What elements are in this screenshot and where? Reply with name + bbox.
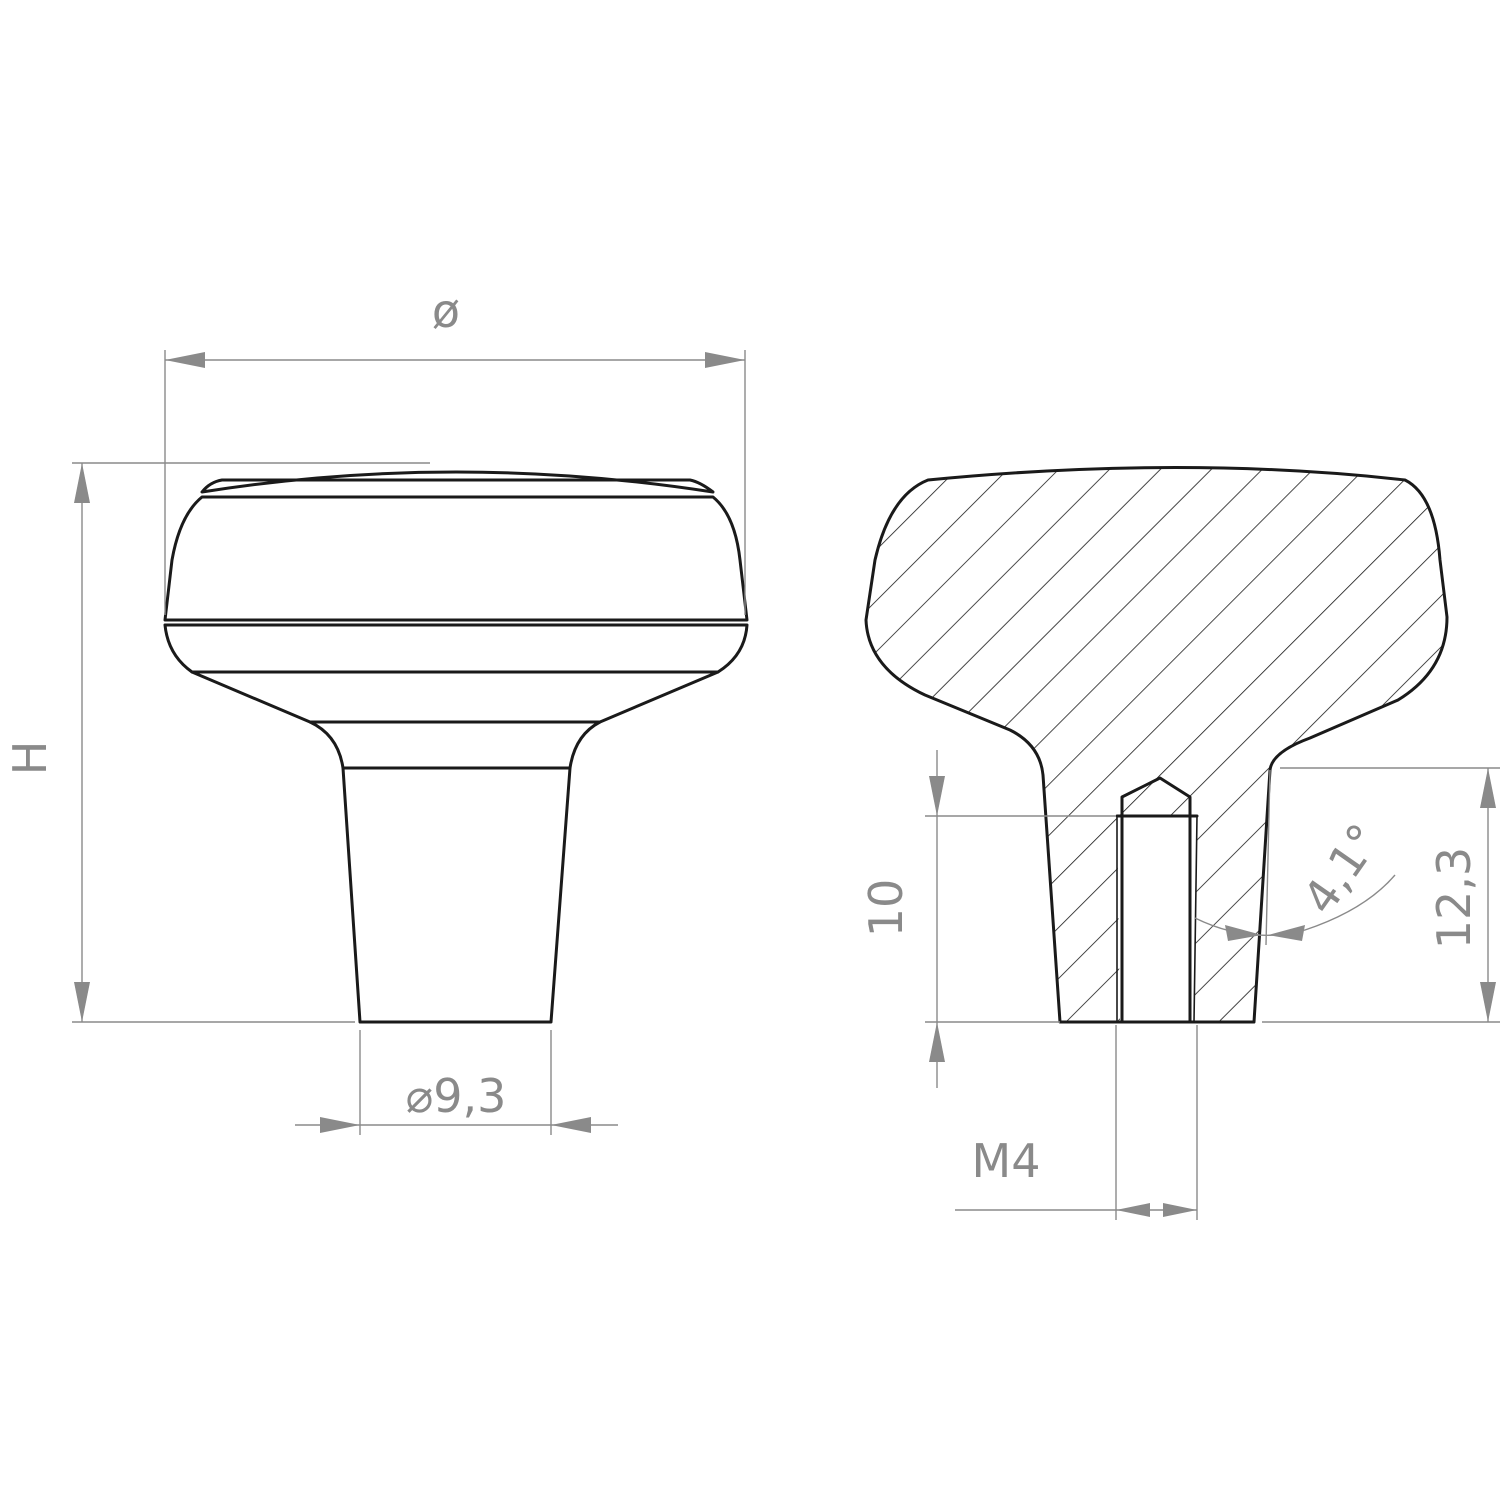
knob-neck [308,720,602,770]
knob-stem [341,766,572,1024]
dimension-thread-depth: 10 [859,750,1115,1088]
section-view [864,466,1449,1024]
diameter-label: ø [432,284,460,338]
dimension-stem-diameter: ⌀9,3 [295,1030,618,1135]
dimension-diameter: ø [164,284,746,615]
knob-lower-bulge [163,623,749,674]
dimension-stem-length: 12,3 [1262,767,1500,1023]
dimension-height: H [3,462,430,1023]
height-label: H [3,741,57,776]
thread-label: M4 [972,1134,1041,1188]
stem-length-label: 12,3 [1427,847,1481,949]
bore-drill-tip [1120,776,1192,1024]
stem-diameter-label: ⌀9,3 [406,1069,507,1123]
dimension-thread: M4 [955,1025,1198,1220]
taper-angle-label: 4,1° [1292,814,1391,924]
thread-depth-label: 10 [859,879,913,938]
threaded-bore [1117,815,1197,1022]
side-view [163,470,749,1024]
section-outline [864,466,1449,1024]
knob-top-cap [200,470,715,494]
knob-neck-flare [190,670,720,724]
knob-crown [163,495,749,622]
